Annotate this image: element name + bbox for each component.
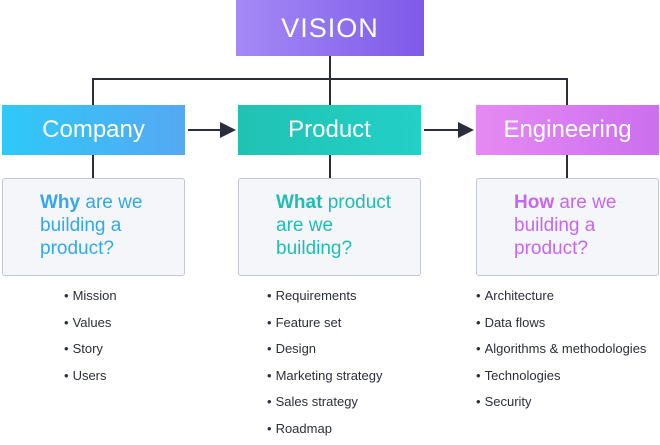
vision-box: VISION (236, 0, 424, 56)
list-item: Architecture (476, 286, 646, 313)
product-box: Product (238, 105, 421, 155)
list-item: Requirements (267, 286, 383, 313)
list-item: Mission (64, 286, 117, 313)
list-item: Sales strategy (267, 392, 383, 419)
product-question-lead: What (276, 192, 322, 213)
product-title: Product (288, 116, 371, 144)
product-question-box: What product are we building? (238, 178, 421, 276)
engineering-title: Engineering (503, 116, 631, 144)
list-item: Marketing strategy (267, 366, 383, 393)
list-item: Data flows (476, 313, 646, 340)
list-item: Technologies (476, 366, 646, 393)
company-question-box: Why are we building a product? (2, 178, 185, 276)
list-item: Feature set (267, 313, 383, 340)
list-item: Story (64, 339, 117, 366)
product-bullet-list: Requirements Feature set Design Marketin… (267, 286, 383, 445)
engineering-box: Engineering (476, 105, 659, 155)
engineering-question-lead: How (514, 192, 554, 213)
list-item: Users (64, 366, 117, 393)
list-item: Algorithms & methodologies (476, 339, 646, 366)
engineering-question-box: How are we building a product? (476, 178, 659, 276)
company-box: Company (2, 105, 185, 155)
list-item: Values (64, 313, 117, 340)
engineering-bullet-list: Architecture Data flows Algorithms & met… (476, 286, 646, 419)
list-item: Security (476, 392, 646, 419)
company-question-lead: Why (40, 192, 80, 213)
list-item: Design (267, 339, 383, 366)
list-item: Roadmap (267, 419, 383, 445)
vision-label: VISION (281, 13, 379, 44)
company-title: Company (42, 116, 145, 144)
company-bullet-list: Mission Values Story Users (64, 286, 117, 392)
